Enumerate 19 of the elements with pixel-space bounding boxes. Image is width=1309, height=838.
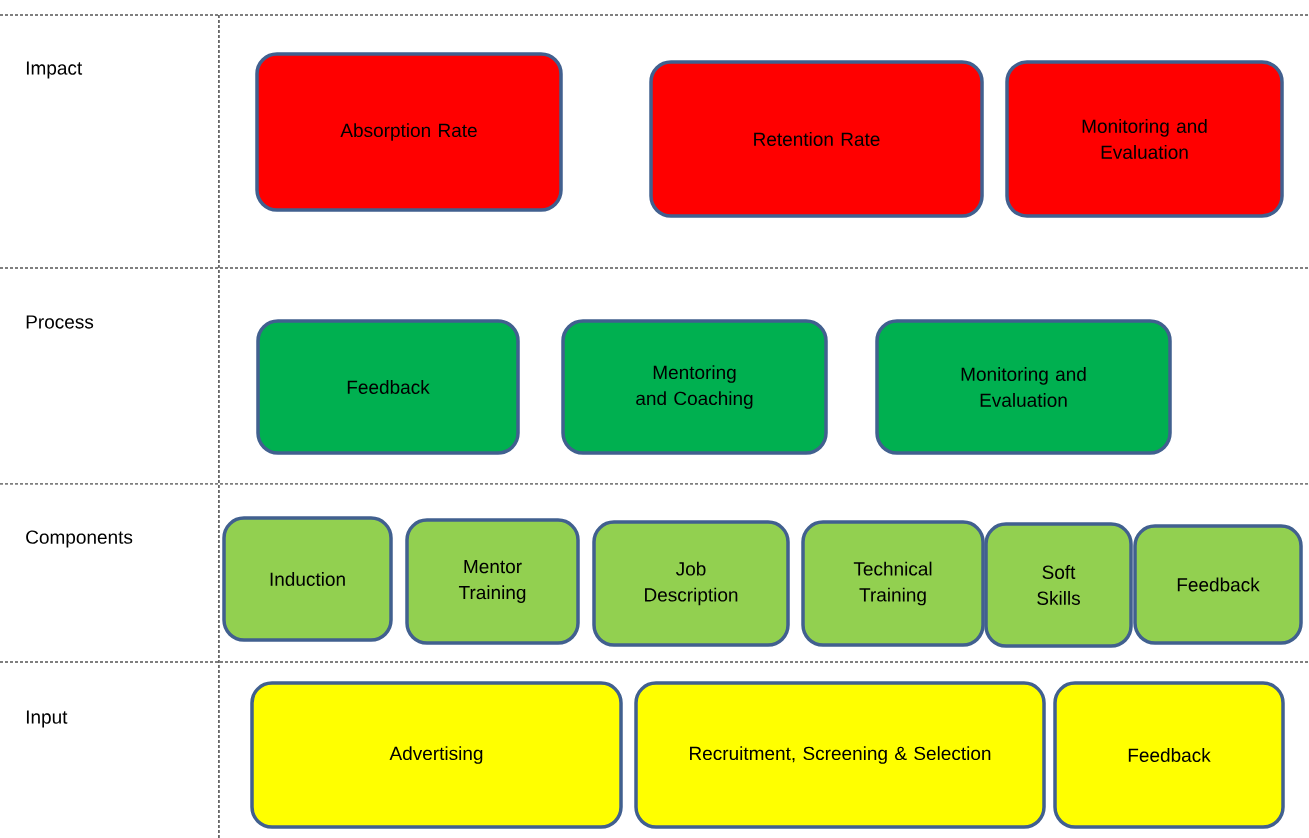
process-box: Absorption Rate — [255, 52, 563, 212]
process-box: Feedback — [256, 319, 520, 455]
process-box: Retention Rate — [649, 60, 984, 218]
row-label: Process — [26, 315, 94, 329]
process-box: Advertising — [250, 681, 623, 829]
process-box: Feedback — [1133, 524, 1303, 645]
process-box: Mentor Training — [405, 518, 580, 645]
process-box: Monitoring and Evaluation — [875, 319, 1172, 455]
row-label: Impact — [26, 61, 83, 79]
row-label: Input — [26, 710, 68, 728]
process-box: Monitoring and Evaluation — [1005, 60, 1284, 218]
process-box: Recruitment, Screening & Selection — [634, 681, 1046, 829]
row-label: Components — [26, 530, 133, 548]
process-box: Soft Skills — [984, 522, 1133, 648]
process-box: Induction — [222, 516, 393, 642]
process-box: Job Description — [592, 520, 790, 647]
process-box: Technical Training — [801, 520, 985, 647]
process-box: Feedback — [1053, 681, 1285, 829]
process-box: Mentoring and Coaching — [561, 319, 828, 455]
